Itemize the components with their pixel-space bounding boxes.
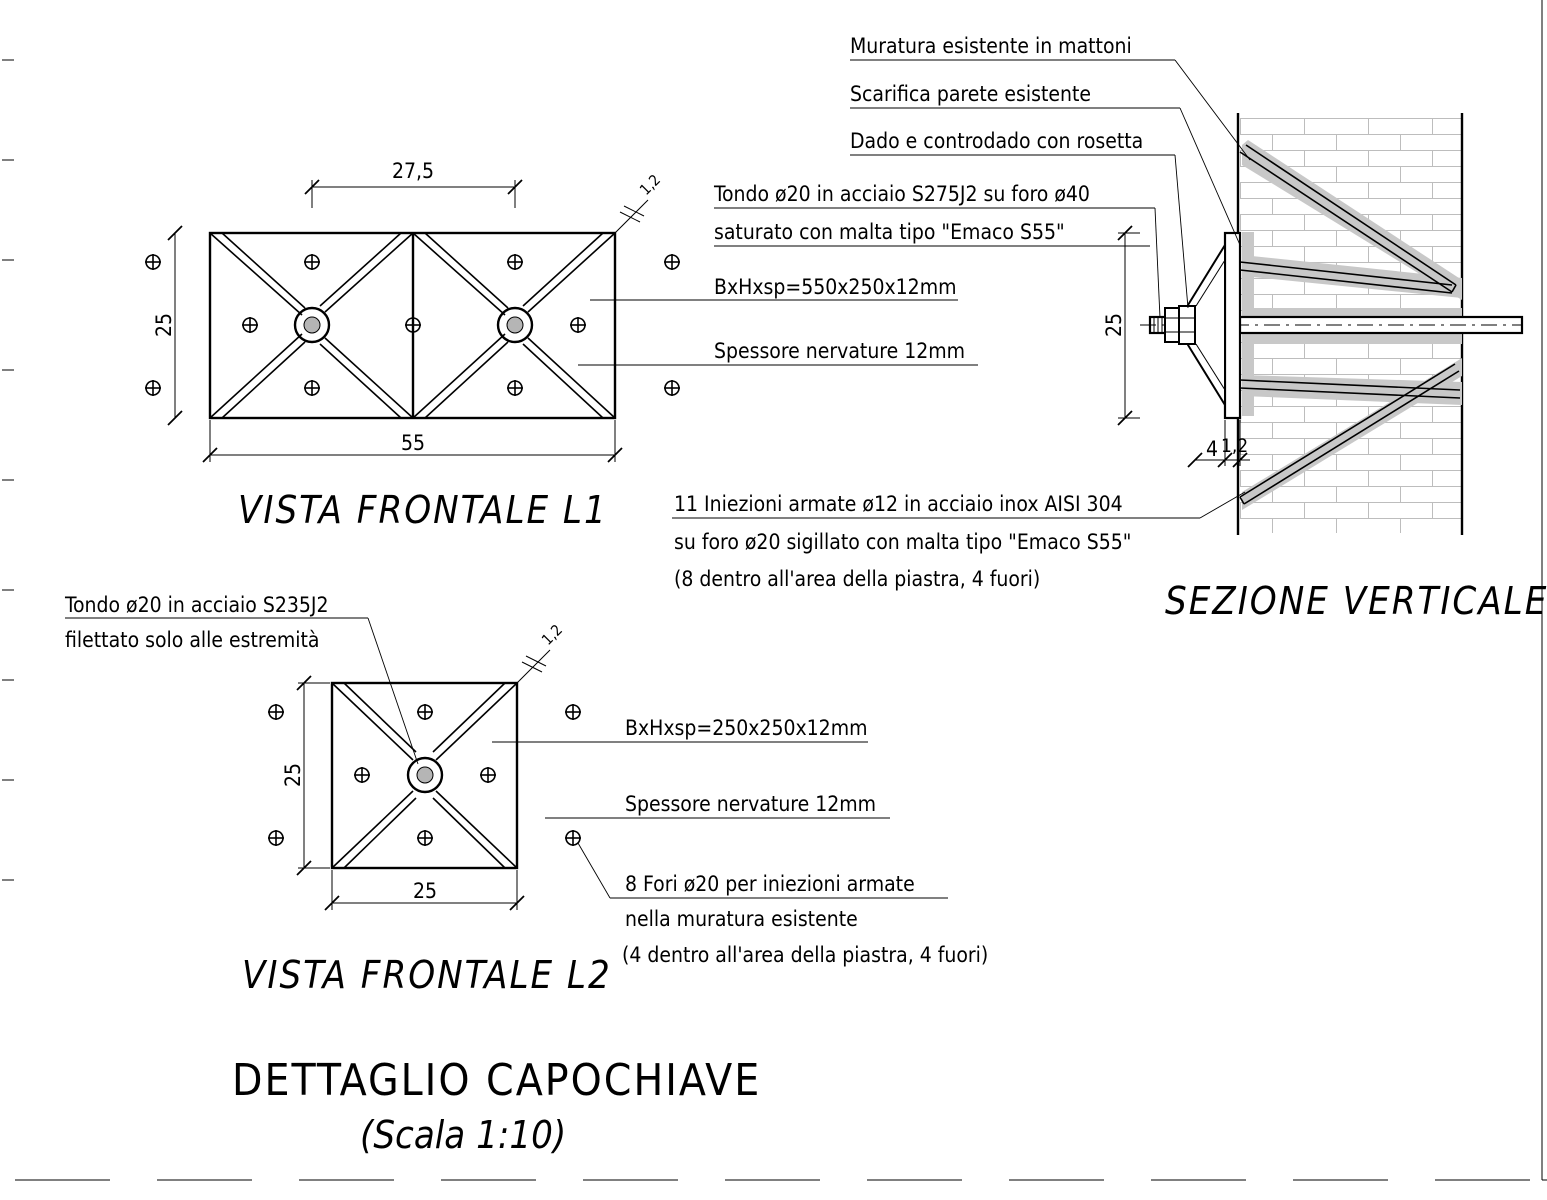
l2-plate [330,681,519,870]
l1-tie-rod-holes [293,306,534,344]
l1-dimension-spacing [304,179,523,208]
l2-holes-label-2: nella muratura esistente [625,907,858,931]
l1-dim-thickness-text: 1,2 [636,171,664,199]
injection-label-2: su foro ø20 sigillato con malta tipo "Em… [674,530,1131,554]
view-l1: 55 27,5 25 1,2 BxHxsp=550x250x12mm Spess… [145,159,978,532]
l2-leaders [65,617,948,899]
l2-holes-label-3: (4 dentro all'area della piastra, 4 fuor… [622,943,988,967]
l1-leaders [578,299,978,366]
l2-holes-label-1: 8 Fori ø20 per iniezioni armate [625,872,915,896]
section-rod-label-2: saturato con malta tipo "Emaco S55" [714,220,1065,244]
wall-label: Muratura esistente in mattoni [850,34,1132,58]
l2-injection-holes [268,704,581,846]
l1-rod-hole-right [496,306,534,344]
section-dimension-height [1117,225,1140,426]
l2-rod-label-1: Tondo ø20 in acciaio S235J2 [64,593,328,617]
section-title: SEZIONE VERTICALE [1165,579,1547,623]
l1-rib-label: Spessore nervature 12mm [714,339,965,363]
l2-dimension-height [296,675,330,876]
l2-dimension-width [324,870,525,911]
l2-dimension-thickness [516,649,551,684]
view-section: 25 4 1,2 Muratura esistente in mattoni S [672,34,1547,623]
l2-dim-height-text: 25 [281,763,305,787]
tie-rod [1140,315,1524,335]
l2-rod-hole [406,756,444,794]
l1-dim-width-text: 55 [401,431,425,455]
l1-ribs [209,232,616,419]
l1-dim-spacing-text: 27,5 [392,159,434,183]
l1-injection-holes [145,254,680,396]
view-l2: 25 25 1,2 Tondo ø20 in acciaio S235J2 fi… [64,593,988,997]
section-dimension-gap [1187,420,1250,468]
l2-dim-width-text: 25 [413,879,437,903]
section-dim-thickness-text: 1,2 [1221,435,1248,457]
l1-plate-label: BxHxsp=550x250x12mm [714,275,957,299]
l1-title: VISTA FRONTALE L1 [238,488,608,532]
l1-dim-height-text: 25 [152,313,176,337]
nut-and-locknut [1164,305,1196,345]
l2-dim-thickness-text: 1,2 [538,621,566,649]
injection-label-1: 11 Iniezioni armate ø12 in acciaio inox … [674,492,1123,516]
scarf-label: Scarifica parete esistente [850,82,1091,106]
l1-dimension-thickness [614,199,649,234]
section-leaders [672,59,1251,519]
section-dim-gap-text: 4 [1206,437,1218,461]
l2-rod-label-2: filettato solo alle estremità [65,628,319,652]
l2-title: VISTA FRONTALE L2 [242,953,612,997]
nut-label: Dado e controdado con rosetta [850,129,1143,153]
l1-dimension-height [167,225,183,426]
left-margin-ticks [2,59,14,881]
l2-ribs [331,682,518,869]
section-rod-label-1: Tondo ø20 in acciaio S275J2 su foro ø40 [713,182,1090,206]
main-scale: (Scala 1:10) [360,1113,566,1157]
main-title: DETTAGLIO CAPOCHIAVE [232,1055,761,1106]
l1-rod-hole-left [293,306,331,344]
injection-bars [1239,144,1461,505]
section-dim-height-text: 25 [1102,313,1126,337]
l2-rib-label: Spessore nervature 12mm [625,792,876,816]
injection-label-3: (8 dentro all'area della piastra, 4 fuor… [674,567,1040,591]
l1-dimension-width [202,420,623,463]
l2-plate-label: BxHxsp=250x250x12mm [625,716,868,740]
